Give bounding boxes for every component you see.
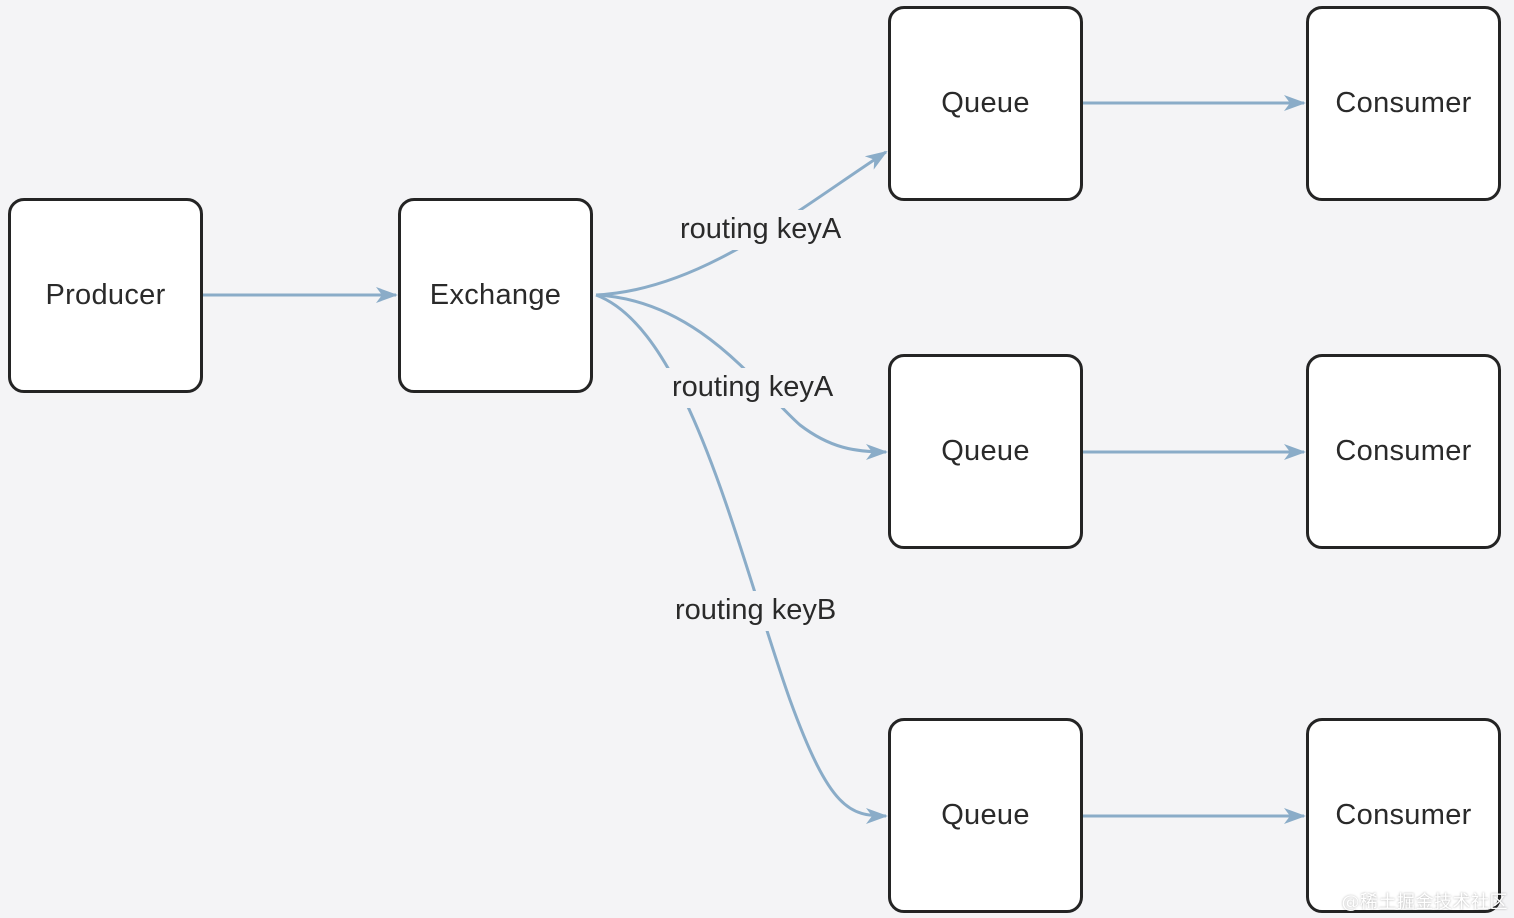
queue-label-3: Queue [941, 799, 1030, 831]
consumer-node-1[interactable]: Consumer [1306, 6, 1501, 201]
consumer-node-3[interactable]: Consumer [1306, 718, 1501, 913]
queue-node-1[interactable]: Queue [888, 6, 1083, 201]
producer-node[interactable]: Producer [8, 198, 203, 393]
exchange-node[interactable]: Exchange [398, 198, 593, 393]
edge-label-route-2: routing keyA [666, 368, 840, 408]
producer-label: Producer [45, 279, 166, 311]
edge-label-route-1: routing keyA [674, 210, 848, 250]
queue-node-3[interactable]: Queue [888, 718, 1083, 913]
edge-label-route-3: routing keyB [669, 591, 843, 631]
watermark: @稀土掘金技术社区 [1341, 892, 1508, 913]
consumer-label-2: Consumer [1335, 435, 1472, 467]
consumer-label-1: Consumer [1335, 87, 1472, 119]
consumer-label-3: Consumer [1335, 799, 1472, 831]
queue-node-2[interactable]: Queue [888, 354, 1083, 549]
queue-label-2: Queue [941, 435, 1030, 467]
exchange-label: Exchange [429, 279, 562, 311]
consumer-node-2[interactable]: Consumer [1306, 354, 1501, 549]
queue-label-1: Queue [941, 87, 1030, 119]
